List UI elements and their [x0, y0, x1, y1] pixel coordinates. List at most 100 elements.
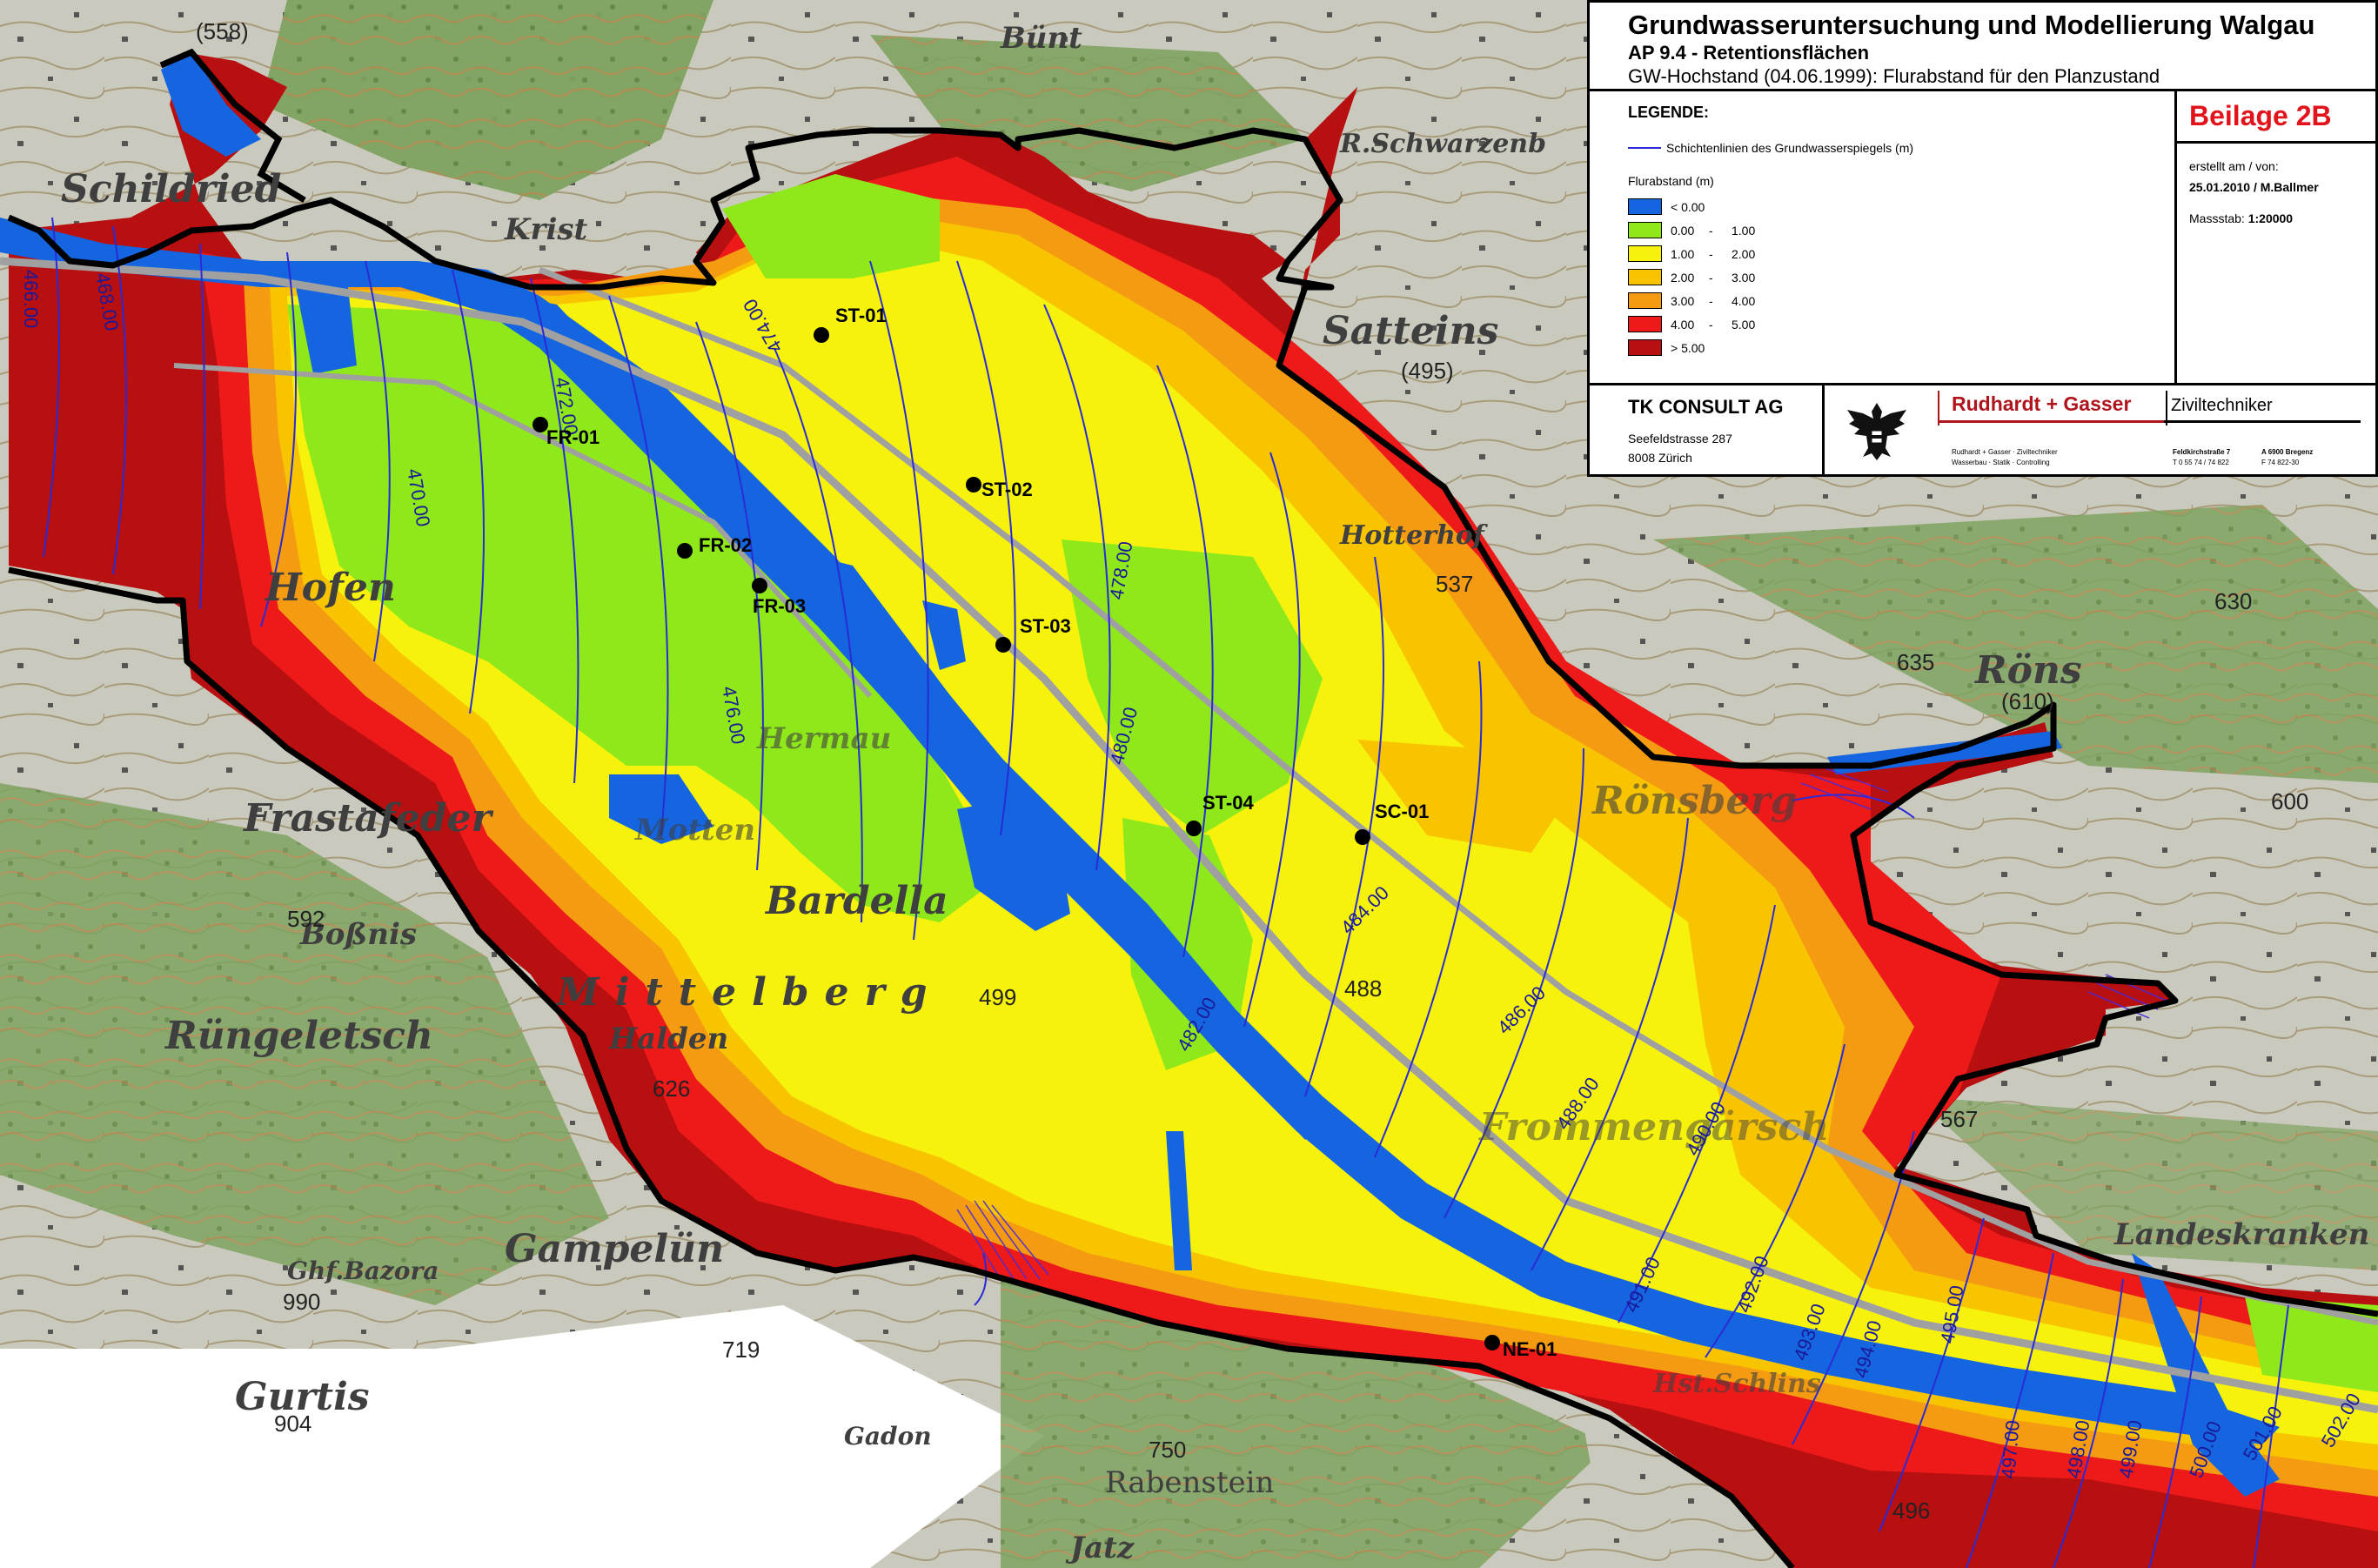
partner-line2-mid: T 0 55 74 / 74 822: [2173, 459, 2229, 466]
legend-class-max: 3.00: [1732, 270, 1756, 285]
title-footer: TK CONSULT AG Seefeldstrasse 287 8008 Zü…: [1590, 385, 2375, 474]
firm-name: TK CONSULT AG: [1628, 396, 1784, 418]
well-label: ST-03: [1020, 615, 1071, 637]
sheet-number-box: Beilage 2B: [2177, 91, 2375, 144]
partner-logo: Rudhardt + Gasser Ziviltechniker Rudhard…: [1938, 391, 2373, 471]
well-label: FR-02: [699, 534, 752, 556]
elevation-630: 630: [2214, 588, 2252, 614]
well-st04[interactable]: ST-04: [1186, 792, 1254, 836]
place-bardella: Bardella: [764, 879, 948, 923]
legend-class-item: 3.00 - 4.00: [1628, 289, 2174, 312]
well-st01[interactable]: ST-01: [814, 305, 887, 343]
place-gadon: Gadon: [844, 1422, 932, 1451]
well-label: FR-01: [546, 426, 600, 448]
title-block: Grundwasseruntersuchung und Modellierung…: [1587, 0, 2378, 477]
elevation-626: 626: [653, 1075, 690, 1102]
place-jatz: Jatz: [1065, 1531, 1135, 1565]
elevation-488: 488: [1344, 975, 1382, 1002]
place-ruengeletsch: Rüngeletsch: [164, 1014, 433, 1058]
well-label: ST-01: [835, 305, 887, 326]
well-fr03[interactable]: FR-03: [752, 578, 806, 617]
map-subtitle: AP 9.4 - Retentionsflächen: [1628, 42, 1870, 64]
legend-title: LEGENDE:: [1628, 104, 1710, 121]
map-description: GW-Hochstand (04.06.1999): Flurabstand f…: [1628, 65, 2160, 87]
legend-swatch: [1628, 292, 1662, 309]
zone-1-2: [287, 226, 2378, 1444]
partner-type: Ziviltechniker: [2171, 396, 2273, 415]
partner-line1-mid: Feldkirchstraße 7: [2173, 448, 2231, 456]
elevation-904: 904: [274, 1411, 311, 1437]
legend-class-max: 2.00: [1732, 246, 1756, 261]
place-mittelberg: Mittelberg: [555, 970, 942, 1015]
place-frommengaersch: Frommengärsch: [1477, 1105, 1829, 1149]
place-buent: Bünt: [1000, 21, 1082, 56]
partner-line1-right: A 6900 Bregenz: [2261, 448, 2314, 456]
zone-0-1: [287, 305, 1009, 922]
elevation-600: 600: [2271, 788, 2308, 814]
elevation-495: (495): [1401, 358, 1454, 384]
place-motten: Motten: [634, 813, 755, 848]
map-title: Grundwasseruntersuchung und Modellierung…: [1628, 10, 2315, 40]
well-label: FR-03: [753, 595, 806, 617]
contour-label: 466.00: [20, 270, 42, 328]
place-krist: Krist: [504, 212, 588, 247]
well-label: ST-04: [1202, 792, 1254, 814]
sheet-number: Beilage 2B: [2189, 100, 2332, 131]
partner-line2-right: F 74 822-30: [2261, 459, 2300, 466]
well-st03[interactable]: ST-03: [995, 615, 1071, 653]
legend-class-dash: -: [1709, 246, 1713, 261]
legend-class-item: 1.00 - 2.00: [1628, 242, 2174, 265]
place-hotterhof: Hotterhof: [1339, 520, 1489, 551]
elevation-719: 719: [722, 1337, 760, 1363]
contour-lines: [43, 217, 2289, 1568]
place-hermau: Hermau: [756, 721, 891, 756]
well-st02[interactable]: ST-02: [966, 477, 1033, 500]
title-header: Grundwasseruntersuchung und Modellierung…: [1590, 3, 2375, 91]
eagle-icon: [1847, 403, 1906, 460]
legend-class-max: 5.00: [1732, 317, 1756, 332]
elevation-567: 567: [1940, 1106, 1978, 1132]
elevation-499: 499: [979, 984, 1016, 1010]
legend-swatch: [1628, 339, 1662, 356]
firm-street: Seefeldstrasse 287: [1628, 432, 1732, 446]
well-ne01[interactable]: NE-01: [1484, 1335, 1557, 1360]
place-satteins: Satteins: [1323, 309, 1498, 353]
legend-swatch: [1628, 269, 1662, 285]
sheet-meta: erstellt am / von: 25.01.2010 / M.Ballme…: [2177, 144, 2375, 229]
elevation-610: (610): [2001, 688, 2054, 714]
well-label: SC-01: [1375, 801, 1429, 822]
scale-value: 1:20000: [2247, 211, 2294, 225]
legend-contour-label: Schichtenlinien des Grundwasserspiegels …: [1666, 141, 1914, 155]
elevation-750: 750: [1149, 1437, 1186, 1463]
well-fr01[interactable]: FR-01: [533, 417, 600, 448]
well-fr02[interactable]: FR-02: [677, 534, 752, 559]
well-sc01[interactable]: SC-01: [1355, 801, 1429, 845]
legend-class-min: 4.00: [1671, 317, 1695, 332]
legend-class-min: > 5.00: [1671, 340, 1705, 355]
legend-class-dash: -: [1709, 293, 1713, 308]
partner-line1-left: Rudhardt + Gasser · Ziviltechniker: [1952, 448, 2058, 456]
legend-class-item: 0.00 - 1.00: [1628, 218, 2174, 242]
legend-class-title: Flurabstand (m): [1628, 174, 1714, 188]
legend: LEGENDE: Schichtenlinien des Grundwasser…: [1590, 91, 2177, 385]
legend-class-dash: -: [1709, 317, 1713, 332]
place-roensberg: Rönsberg: [1591, 779, 1797, 823]
scale-label: Massstab:: [2189, 211, 2245, 225]
legend-class-max: 1.00: [1732, 223, 1756, 238]
legend-swatch: [1628, 222, 1662, 238]
created-value: 25.01.2010 / M.Ballmer: [2189, 180, 2319, 194]
place-halden: Halden: [608, 1022, 728, 1056]
elevation-558: (558): [196, 18, 249, 44]
place-landeskrankenhaus: Landeskranken: [2113, 1217, 2369, 1252]
well-label: NE-01: [1503, 1338, 1557, 1360]
legend-class-min: 1.00: [1671, 246, 1695, 261]
legend-class-dash: -: [1709, 223, 1713, 238]
elevation-537: 537: [1436, 571, 1473, 597]
legend-class-min: 0.00: [1671, 223, 1695, 238]
elevation-592: 592: [287, 906, 325, 932]
legend-class-min: 3.00: [1671, 293, 1695, 308]
legend-class-min: 2.00: [1671, 270, 1695, 285]
place-schildried: Schildried: [61, 167, 281, 211]
place-frastafeder: Frastafeder: [242, 796, 493, 841]
legend-swatch: [1628, 316, 1662, 332]
